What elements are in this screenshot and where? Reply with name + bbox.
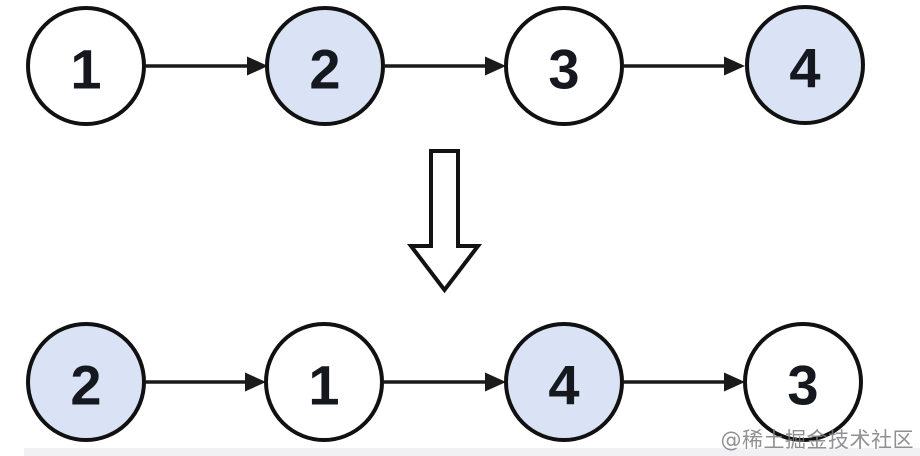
linked-list-node: 2	[26, 322, 146, 442]
transform-down-arrow-icon	[406, 149, 483, 294]
node-circle	[264, 322, 384, 442]
linked-list-node: 2	[265, 6, 385, 126]
node-value: 3	[548, 38, 579, 101]
node-value: 4	[789, 37, 820, 100]
linked-list-node: 1	[264, 322, 384, 442]
footer-gray-band	[24, 448, 920, 456]
before-list-row: 1 2 3	[26, 5, 865, 126]
node-circle	[26, 322, 146, 442]
linked-list-node: 3	[743, 322, 863, 442]
node-circle	[743, 322, 863, 442]
node-value: 4	[548, 354, 579, 417]
next-pointer-arrow	[384, 56, 506, 76]
next-pointer-arrow	[146, 372, 266, 392]
node-value: 3	[787, 354, 818, 417]
node-circle	[504, 6, 624, 126]
linked-list-node: 4	[504, 322, 624, 442]
node-circle	[265, 6, 385, 126]
node-value: 2	[70, 354, 101, 417]
linked-list-node: 3	[504, 6, 624, 126]
next-pointer-arrow	[146, 56, 268, 76]
node-circle	[745, 5, 865, 125]
watermark-text: @稀土掘金技术社区	[720, 428, 914, 452]
linked-list-node: 1	[26, 6, 146, 126]
next-pointer-arrow	[623, 372, 745, 392]
linked-list-node: 4	[745, 5, 865, 125]
next-pointer-arrow	[623, 56, 745, 76]
next-pointer-arrow	[383, 372, 506, 392]
node-value: 2	[309, 38, 340, 101]
node-circle	[504, 322, 624, 442]
after-list-row: 2 1 4	[26, 322, 863, 442]
node-circle	[26, 6, 146, 126]
node-value: 1	[70, 38, 101, 101]
node-value: 1	[308, 354, 339, 417]
